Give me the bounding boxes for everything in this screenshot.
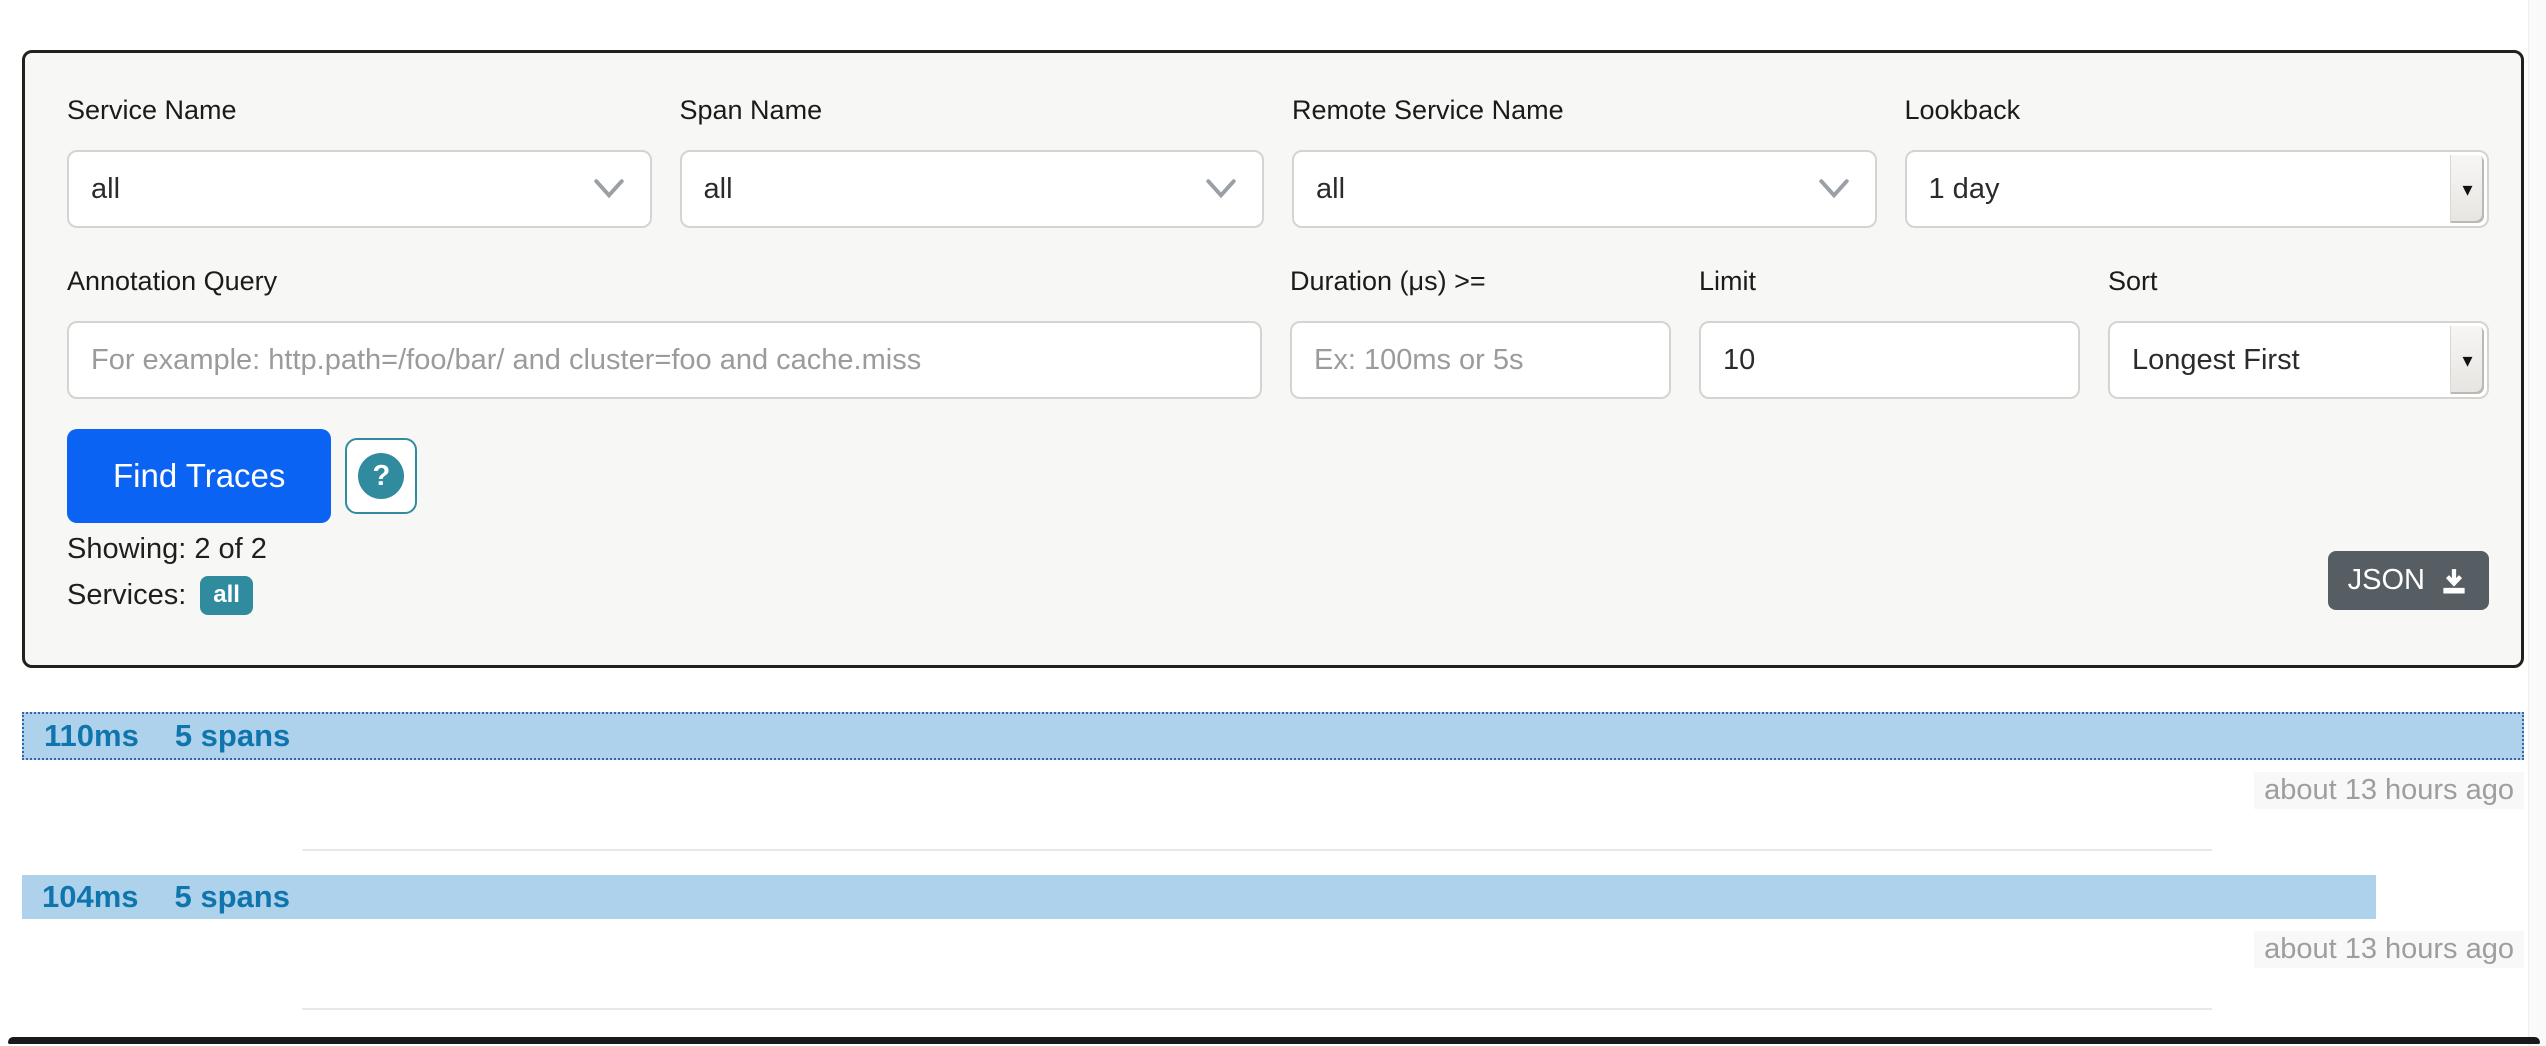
- trace-age: about 13 hours ago: [22, 931, 2524, 968]
- field-service-name: Service Name all: [67, 95, 652, 228]
- actions-row: Find Traces ?: [67, 429, 2489, 523]
- limit-input[interactable]: [1699, 321, 2080, 399]
- trace-duration: 110ms: [44, 718, 139, 753]
- span-name-label: Span Name: [679, 95, 823, 125]
- field-remote-service-name: Remote Service Name all: [1292, 95, 1877, 228]
- lookback-select[interactable]: 1 day ▾: [1904, 150, 2489, 228]
- trace-row[interactable]: 104ms 5 spans about 13 hours ago: [22, 875, 2524, 968]
- duration-label: Duration (μs) >=: [1290, 266, 1486, 296]
- trace-span-count: 5 spans: [174, 879, 290, 914]
- help-button[interactable]: ?: [345, 438, 418, 514]
- search-panel: Service Name all Span Name all Remote Se…: [22, 50, 2524, 668]
- sort-select[interactable]: Longest First ▾: [2108, 321, 2489, 399]
- field-span-name: Span Name all: [679, 95, 1264, 228]
- field-limit: Limit: [1699, 266, 2080, 399]
- trace-list: 110ms 5 spans about 13 hours ago 104ms 5…: [22, 712, 2524, 1034]
- dropdown-arrow-icon: ▾: [2450, 155, 2484, 223]
- json-button-label: JSON: [2347, 564, 2425, 597]
- trace-span-count: 5 spans: [174, 718, 291, 753]
- span-name-select[interactable]: all: [679, 150, 1264, 228]
- lookback-value: 1 day: [1928, 172, 2000, 205]
- trace-age: about 13 hours ago: [22, 772, 2524, 809]
- duration-input[interactable]: [1290, 321, 1671, 399]
- chevron-down-icon: [592, 177, 626, 201]
- remote-service-name-label: Remote Service Name: [1292, 95, 1564, 125]
- lookback-label: Lookback: [1904, 95, 2021, 125]
- bottom-panel-edge: [8, 1037, 2540, 1044]
- scrollbar-track[interactable]: [2528, 0, 2546, 1046]
- trace-duration-bar: 104ms 5 spans: [22, 875, 2377, 919]
- span-name-value: all: [703, 172, 733, 205]
- trace-duration-bar: 110ms 5 spans: [22, 712, 2524, 760]
- search-row-1: Service Name all Span Name all Remote Se…: [67, 95, 2489, 228]
- remote-service-name-select[interactable]: all: [1292, 150, 1877, 228]
- trace-duration: 104ms: [42, 879, 139, 914]
- field-sort: Sort Longest First ▾: [2108, 266, 2489, 399]
- trace-row[interactable]: 110ms 5 spans about 13 hours ago: [22, 712, 2524, 809]
- showing-count: Showing: 2 of 2: [67, 533, 267, 565]
- remote-service-name-value: all: [1316, 172, 1346, 205]
- download-icon: [2439, 566, 2469, 596]
- service-name-label: Service Name: [67, 95, 237, 125]
- chevron-down-icon: [1204, 177, 1238, 201]
- trace-divider: [302, 1008, 2212, 1010]
- field-duration: Duration (μs) >=: [1290, 266, 1671, 399]
- services-label: Services:: [67, 578, 187, 611]
- annotation-query-label: Annotation Query: [67, 266, 278, 296]
- status-left: Showing: 2 of 2 Services: all: [67, 533, 267, 615]
- services-badge: all: [200, 576, 253, 615]
- question-mark-icon: ?: [358, 453, 405, 499]
- field-annotation-query: Annotation Query: [67, 266, 1262, 399]
- trace-divider: [302, 849, 2212, 851]
- field-lookback: Lookback 1 day ▾: [1904, 95, 2489, 228]
- chevron-down-icon: [1817, 177, 1851, 201]
- search-row-2: Annotation Query Duration (μs) >= Limit …: [67, 266, 2489, 399]
- find-traces-button[interactable]: Find Traces: [67, 429, 332, 523]
- sort-value: Longest First: [2132, 343, 2300, 376]
- sort-label: Sort: [2108, 266, 2158, 296]
- service-name-value: all: [91, 172, 121, 205]
- dropdown-arrow-icon: ▾: [2450, 326, 2484, 394]
- annotation-query-input[interactable]: [67, 321, 1262, 399]
- status-row: Showing: 2 of 2 Services: all JSON: [67, 533, 2489, 615]
- limit-label: Limit: [1699, 266, 1757, 296]
- service-name-select[interactable]: all: [67, 150, 652, 228]
- services-line: Services: all: [67, 576, 267, 615]
- json-download-button[interactable]: JSON: [2327, 551, 2489, 611]
